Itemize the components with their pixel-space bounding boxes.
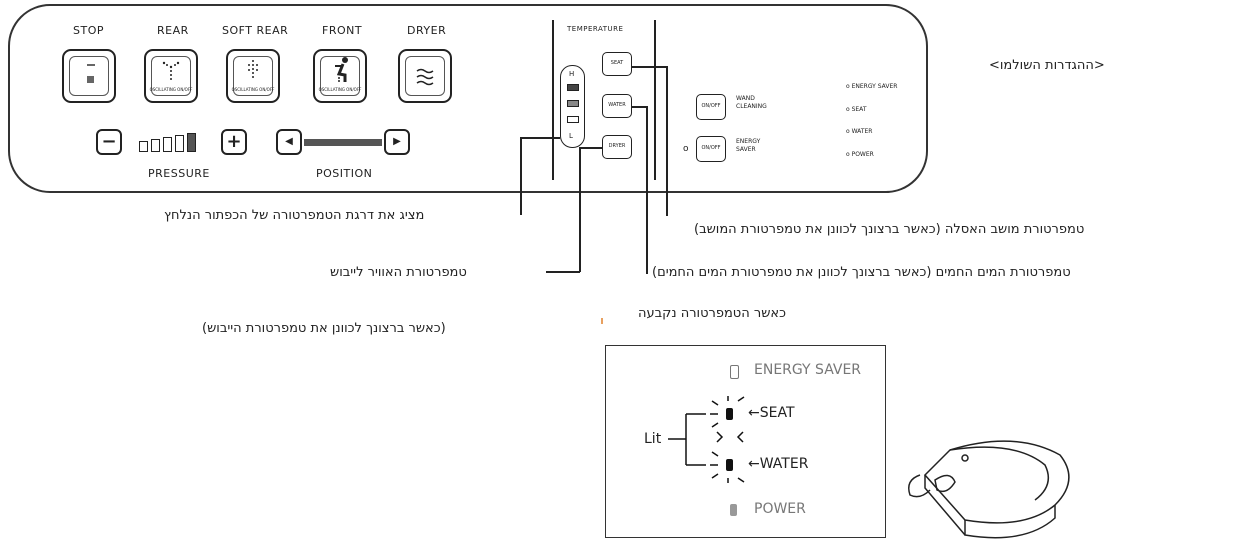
low-label: L [569,132,573,140]
temperature-divider-left [552,20,554,180]
energy-saver-led [730,365,739,379]
pressure-label: PRESSURE [148,167,210,180]
oscillating-label: OSCILLATING ON/OFF [149,87,193,92]
inset-water-label: ←WATER [748,456,809,472]
lit-rays-icon [668,396,745,483]
water-temp-button[interactable]: WATER [602,94,632,118]
energy-saver-button-label: ENERGY SAVER [736,138,761,153]
dryer-waves-icon [416,68,434,86]
power-led [730,504,737,516]
inset-energy-saver-label: ENERGY SAVER [754,362,862,378]
seat-led [726,408,733,420]
inset-power-label: POWER [754,501,806,517]
soft-rear-button[interactable]: OSCILLATING ON/OFF [226,49,280,103]
seat-callout-v [666,66,668,216]
display-callout-h [520,137,560,139]
position-label: POSITION [316,167,373,180]
high-label: H [569,70,575,78]
status-water: o WATER [846,128,873,135]
dryer-note-callout: (כאשר ברצונך לכוונן את טמפרטורת הייבוש) [202,321,446,336]
stop-button[interactable] [62,49,116,103]
temperature-level-display: H L [560,65,585,148]
pressure-minus-button[interactable]: − [96,129,122,155]
water-led [726,459,733,471]
arrow-left-icon: ◀ [285,136,293,147]
seat-temp-callout: טמפרטורת מושב האסלה (כאשר ברצונך לכוונן … [694,222,1085,237]
energy-saver-onoff-button[interactable]: ON/OFF [696,136,726,162]
soft-rear-spray-icon [248,60,258,78]
wand-cleaning-label: WAND CLEANING [736,95,767,110]
control-panel [8,4,928,193]
arrow-left-icon: ← [748,456,760,472]
energy-saver-indicator-icon: o [683,144,689,154]
status-power: o POWER [846,151,874,158]
arrow-left-icon: ← [748,405,760,421]
position-left-button[interactable]: ◀ [276,129,302,155]
arrow-right-icon: ▶ [393,136,401,147]
temperature-divider-right [654,20,656,180]
inset-seat-label: ←SEAT [748,405,795,421]
accent-mark [601,318,603,324]
position-right-button[interactable]: ▶ [384,129,410,155]
rear-button[interactable]: OSCILLATING ON/OFF [144,49,198,103]
seat-temp-button[interactable]: SEAT [602,52,632,76]
dryer-temp-button[interactable]: DRYER [602,135,632,159]
front-button[interactable]: OSCILLATING ON/OFF [313,49,367,103]
dryer-air-callout: טמפרטורת האוויר לייבוש [330,265,467,280]
settings-back-link[interactable]: <ההגדרות השולמו> [989,58,1105,73]
water-callout-v [646,106,648,274]
when-set-callout: כאשר הטמפרטורה נקבעה [638,306,786,321]
seat-callout-h [632,66,666,68]
rear-spray-icon [162,61,180,80]
lit-label: Lit [644,431,662,447]
display-level-callout: מציג את דרגת הטמפרטורה של הכפתור הנלחץ [164,208,425,223]
oscillating-label: OSCILLATING ON/OFF [318,87,362,92]
position-bar [304,139,382,146]
front-person-icon [335,57,348,82]
rear-label: REAR [157,24,189,37]
toilet-seat-illustration [908,440,1070,539]
stop-label: STOP [73,24,104,37]
dryer-callout-end [546,271,580,273]
display-callout-v [520,137,522,215]
dryer-callout-h [579,147,602,149]
status-energy-saver: o ENERGY SAVER [846,83,898,90]
soft-rear-label: SOFT REAR [222,24,289,37]
oscillating-label: OSCILLATING ON/OFF [231,87,275,92]
status-seat: o SEAT [846,106,867,113]
water-temp-callout: טמפרטורת המים החמים (כאשר ברצונך לכוונן … [652,265,1071,280]
wand-cleaning-onoff-button[interactable]: ON/OFF [696,94,726,120]
indicator-inset: ENERGY SAVER ←SEAT ←WATER POWER Lit [605,345,886,538]
dryer-callout-v [579,147,581,272]
temperature-label: TEMPERATURE [567,25,624,33]
front-label: FRONT [322,24,363,37]
pressure-level-indicator [139,133,209,153]
pressure-plus-button[interactable]: + [221,129,247,155]
water-callout-h [632,106,646,108]
dryer-button[interactable] [398,49,452,103]
dryer-label: DRYER [407,24,447,37]
